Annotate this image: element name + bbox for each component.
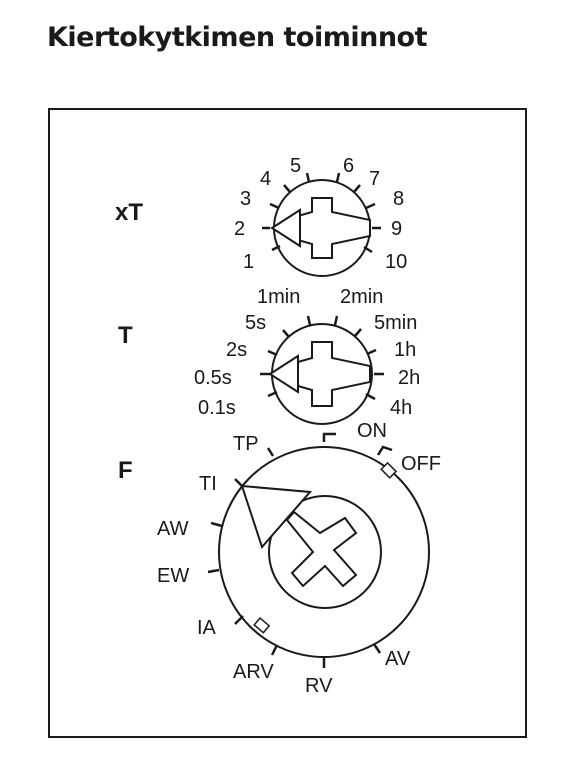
- F-tick-AV: [372, 643, 382, 654]
- page-title: Kiertokytkimen toiminnot: [47, 22, 428, 53]
- T-dial-pointer-icon: [268, 354, 299, 394]
- T-tick-5min: [354, 328, 362, 337]
- xT-tick-3: [269, 202, 280, 210]
- row-label-xT: xT: [115, 199, 143, 226]
- T-label-2min: 2min: [340, 286, 383, 308]
- F-dial-pointer-icon: [240, 484, 313, 549]
- T-tick-2min: [333, 315, 339, 326]
- F-label-RV: RV: [305, 675, 333, 697]
- xT-label-7: 7: [369, 168, 380, 190]
- T-label-4h: 4h: [390, 397, 412, 419]
- F-tick-TP: [266, 447, 275, 457]
- F-tick-ON: [322, 432, 336, 442]
- xT-tick-10: [363, 245, 373, 254]
- F-dial-cross-icon: [285, 510, 358, 588]
- xT-label-6: 6: [343, 155, 354, 177]
- T-tick-1min: [306, 315, 312, 326]
- diagram-frame: [48, 108, 527, 738]
- T-tick-4h: [365, 392, 376, 401]
- F-tick-OFF: [376, 445, 393, 456]
- T-dial[interactable]: 0.1s 0.5s 2s 5s 1min 2min 5min 1h 2h 4h: [194, 286, 420, 425]
- T-tick-0.1s: [267, 390, 278, 398]
- F-marker-ia-icon: [253, 617, 271, 634]
- F-tick-TI: [234, 478, 243, 487]
- row-label-T: T: [118, 322, 133, 349]
- xT-tick-4: [283, 184, 291, 193]
- T-tick-2s: [267, 349, 278, 357]
- xT-label-10: 10: [385, 251, 407, 273]
- T-label-0.5s: 0.5s: [194, 367, 232, 389]
- T-label-0.1s: 0.1s: [198, 397, 236, 419]
- F-label-ON: ON: [357, 420, 387, 442]
- F-label-OFF: OFF: [401, 453, 441, 475]
- xT-label-9: 9: [391, 218, 402, 240]
- T-label-2s: 2s: [226, 339, 247, 361]
- F-tick-EW: [207, 568, 220, 574]
- F-tick-ARV: [270, 644, 279, 656]
- T-label-1min: 1min: [257, 286, 300, 308]
- xT-tick-8: [365, 202, 376, 210]
- xT-dial-pointer-icon: [270, 208, 301, 248]
- F-dial[interactable]: TP ON OFF TI AW EW IA ARV RV AV: [157, 420, 441, 697]
- T-tick-5s: [282, 329, 290, 338]
- xT-dial[interactable]: 1 2 3 4 5 6 7 8 9 10: [234, 155, 407, 277]
- F-label-TI: TI: [199, 473, 217, 495]
- xT-label-1: 1: [243, 251, 254, 273]
- xT-label-5: 5: [290, 155, 301, 177]
- F-label-EW: EW: [157, 565, 189, 587]
- xT-label-2: 2: [234, 218, 245, 240]
- F-tick-IA: [234, 615, 244, 625]
- T-label-5min: 5min: [374, 312, 417, 334]
- T-tick-1h: [366, 348, 377, 356]
- T-label-2h: 2h: [398, 367, 420, 389]
- xT-label-3: 3: [240, 188, 251, 210]
- xT-tick-5: [305, 172, 311, 183]
- F-label-IA: IA: [197, 617, 217, 639]
- xT-label-8: 8: [393, 188, 404, 210]
- F-marker-off-icon: [380, 461, 398, 479]
- xT-label-4: 4: [260, 168, 271, 190]
- xT-tick-6: [335, 172, 341, 183]
- F-label-AW: AW: [157, 518, 189, 540]
- F-label-TP: TP: [233, 433, 259, 455]
- T-label-1h: 1h: [394, 339, 416, 361]
- F-label-AV: AV: [385, 648, 411, 670]
- row-label-F: F: [118, 457, 133, 484]
- F-label-ARV: ARV: [233, 661, 274, 683]
- xT-tick-1: [271, 244, 281, 252]
- xT-tick-7: [353, 184, 361, 193]
- F-tick-AW: [210, 521, 223, 528]
- T-label-5s: 5s: [245, 312, 266, 334]
